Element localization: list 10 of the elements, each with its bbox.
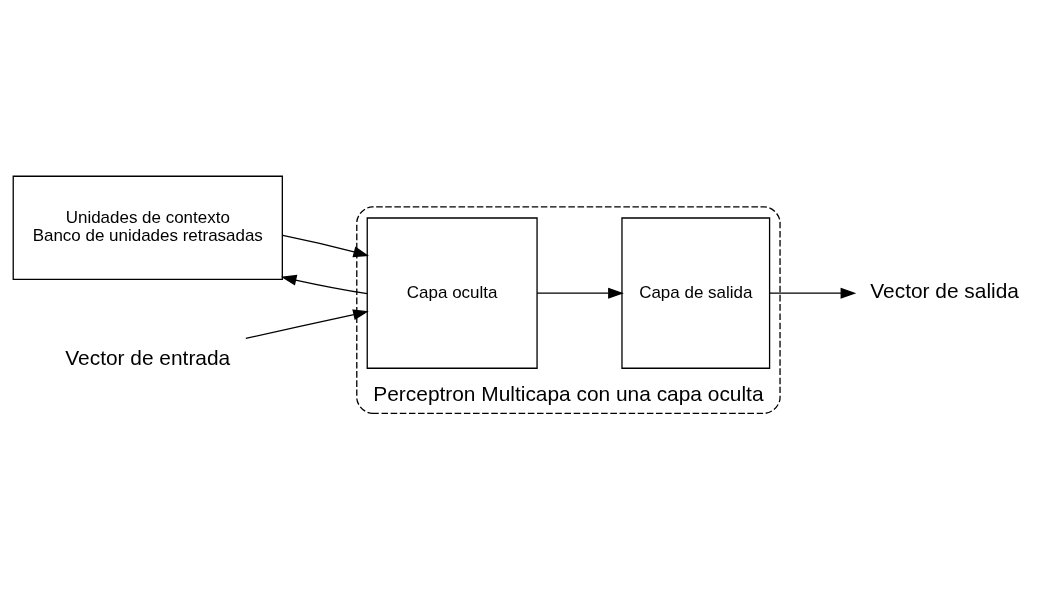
arrow <box>280 274 368 295</box>
node-box: Capa de salida <box>621 217 771 369</box>
arrow <box>245 309 369 340</box>
arrow <box>769 287 857 299</box>
node-text: Vector de entrada <box>65 345 231 369</box>
node-box: Capa oculta <box>366 217 538 369</box>
arrow <box>282 234 370 258</box>
node-box: Unidades de contexto Banco de unidades retrasadas <box>12 175 283 281</box>
arrow <box>536 287 624 299</box>
node-text: Vector de salida <box>870 279 1019 303</box>
